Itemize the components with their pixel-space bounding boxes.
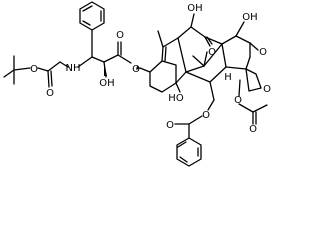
atom-label-o-oxetane: O [263,84,271,95]
atom-label-o-c9: O [208,47,216,58]
tert-butyl-group [3,55,31,85]
atom-label-o-carbamate: O [30,64,38,75]
atom-label-o-side-ester: O [132,64,140,75]
atom-label-h-c3: H [224,72,232,83]
atom-label-o-side-ester-carbonyl: O [116,30,124,41]
benzoate-group [174,99,215,167]
atom-label-o-acetate-carbonyl: O [249,124,257,135]
atom-label-oh-c1: HO [168,93,184,104]
stereo-wedge [136,66,140,70]
chemical-structure: O O NH OH O O OH O OH O HO O O O O O H [3,1,271,167]
atom-label-o-benzoate-carbonyl: O [166,120,174,131]
carbamate-group [37,61,69,88]
phenyl-ring [79,1,105,58]
acetate-group [238,79,268,125]
atom-label-oh-side-chain: OH [99,78,114,89]
atom-label-oh-c10: OH [187,3,202,14]
side-chain-ester-link [139,67,151,73]
taxane-core [149,13,259,101]
atom-label-nh: NH [66,63,81,74]
atom-label-o-c7-ketone: O [259,47,267,58]
stereo-wedge [104,62,107,76]
atom-label-o-acetate: O [234,95,242,106]
atom-label-o-carbamate-carbonyl: O [46,88,54,99]
oxetane-ring [245,68,262,92]
atom-label-oh-c7: OH [242,12,257,23]
atom-label-o-benzoate: O [202,110,210,121]
